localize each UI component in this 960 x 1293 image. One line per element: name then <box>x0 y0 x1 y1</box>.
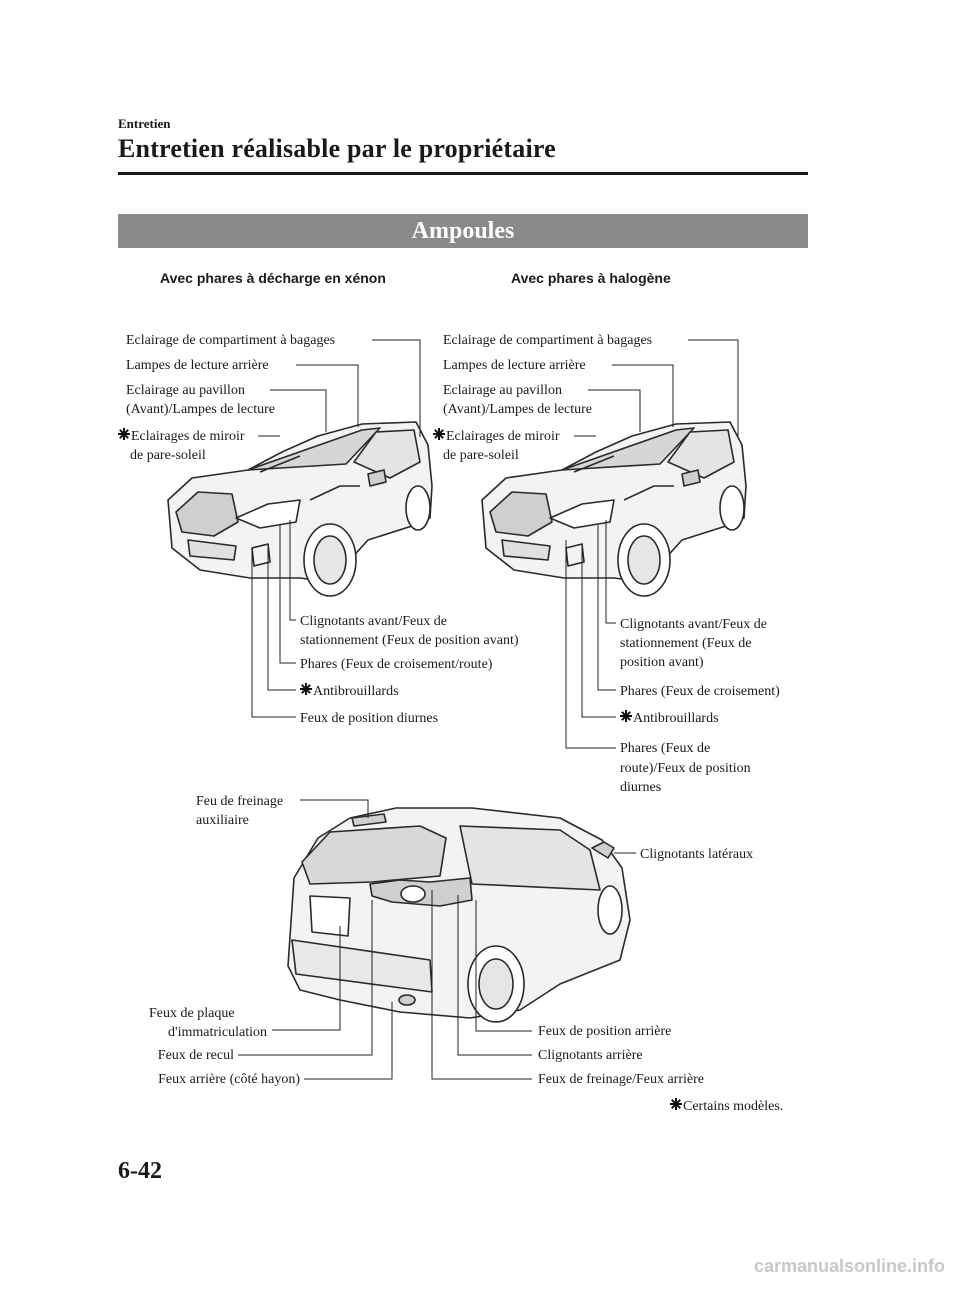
footnote-text: Certains modèles. <box>683 1099 784 1114</box>
halogen-label-overhead-1: Eclairage au pavillon <box>443 383 562 398</box>
asterisk-icon <box>433 428 445 440</box>
xenon-label-vanity-2: de pare-soleil <box>130 448 206 463</box>
section-label: Entretien <box>118 116 171 131</box>
rear-label-reverse: Feux de recul <box>157 1048 234 1063</box>
halogen-label-high-1: Phares (Feux de <box>620 741 711 756</box>
xenon-label-vanity-1: Eclairages de miroir <box>118 428 245 445</box>
rear-label-side-turn: Clignotants latéraux <box>640 847 754 862</box>
footnote: Certains modèles. <box>670 1098 783 1115</box>
xenon-label-rear-reading: Lampes de lecture arrière <box>126 358 269 373</box>
xenon-label-turn-2: stationnement (Feux de position avant) <box>300 633 519 648</box>
halogen-fog-text: Antibrouillards <box>633 711 719 726</box>
halogen-vehicle-front <box>481 421 747 597</box>
xenon-label-overhead-2: (Avant)/Lampes de lecture <box>126 402 276 417</box>
asterisk-icon <box>118 428 130 440</box>
xenon-vehicle-front <box>167 421 433 597</box>
xenon-label-overhead-1: Eclairage au pavillon <box>126 383 245 398</box>
halogen-label-vanity-2: de pare-soleil <box>443 448 519 463</box>
xenon-vanity-text: Eclairages de miroir <box>131 429 245 444</box>
section-banner: Ampoules <box>118 214 808 248</box>
vehicle-rear <box>287 807 631 1023</box>
rear-label-tailgate: Feux arrière (côté hayon) <box>158 1072 300 1087</box>
halogen-label-turn-2: stationnement (Feux de <box>620 636 752 651</box>
halogen-label-vanity-1: Eclairages de miroir <box>433 428 560 445</box>
page-number: 6-42 <box>118 1158 162 1184</box>
rear-label-plate-1: Feux de plaque <box>100 1005 267 1022</box>
rear-label-brake-tail: Feux de freinage/Feux arrière <box>538 1072 704 1087</box>
footer-watermark: carmanualsonline.info <box>753 1256 945 1276</box>
rear-label-rear-position: Feux de position arrière <box>538 1024 672 1039</box>
xenon-label-drl: Feux de position diurnes <box>300 711 439 726</box>
rear-label-plate-2: d'immatriculation <box>168 1025 267 1040</box>
plate-text-1: Feux de plaque <box>149 1006 235 1021</box>
xenon-label-fog: Antibrouillards <box>300 683 399 700</box>
halogen-label-overhead-2: (Avant)/Lampes de lecture <box>443 402 593 417</box>
xenon-label-headlights: Phares (Feux de croisement/route) <box>300 657 493 672</box>
halogen-subheading: Avec phares à halogène <box>511 270 671 286</box>
xenon-subheading: Avec phares à décharge en xénon <box>160 270 386 286</box>
banner-title: Ampoules <box>411 218 515 244</box>
halogen-label-high-2: route)/Feux de position <box>620 761 751 776</box>
halogen-label-turn-3: position avant) <box>620 655 704 670</box>
rear-label-aux-brake-1: Feu de freinage <box>196 794 284 809</box>
xenon-label-turn-1: Clignotants avant/Feux de <box>300 614 447 629</box>
page-title: Entretien réalisable par le propriétaire <box>118 134 556 163</box>
asterisk-icon <box>670 1098 682 1110</box>
halogen-label-turn-1: Clignotants avant/Feux de <box>620 617 767 632</box>
halogen-label-high-3: diurnes <box>620 780 662 795</box>
xenon-label-cargo-light: Eclairage de compartiment à bagages <box>126 333 336 348</box>
asterisk-icon <box>620 710 632 722</box>
rear-label-rear-turn: Clignotants arrière <box>538 1048 643 1063</box>
rear-label-aux-brake-2: auxiliaire <box>196 813 249 828</box>
halogen-label-cargo-light: Eclairage de compartiment à bagages <box>443 333 653 348</box>
halogen-label-fog: Antibrouillards <box>620 710 719 727</box>
halogen-label-low-beam: Phares (Feux de croisement) <box>620 684 780 699</box>
halogen-label-rear-reading: Lampes de lecture arrière <box>443 358 586 373</box>
asterisk-icon <box>300 683 312 695</box>
xenon-fog-text: Antibrouillards <box>313 684 399 699</box>
halogen-vanity-text: Eclairages de miroir <box>446 429 560 444</box>
title-divider <box>118 172 808 175</box>
